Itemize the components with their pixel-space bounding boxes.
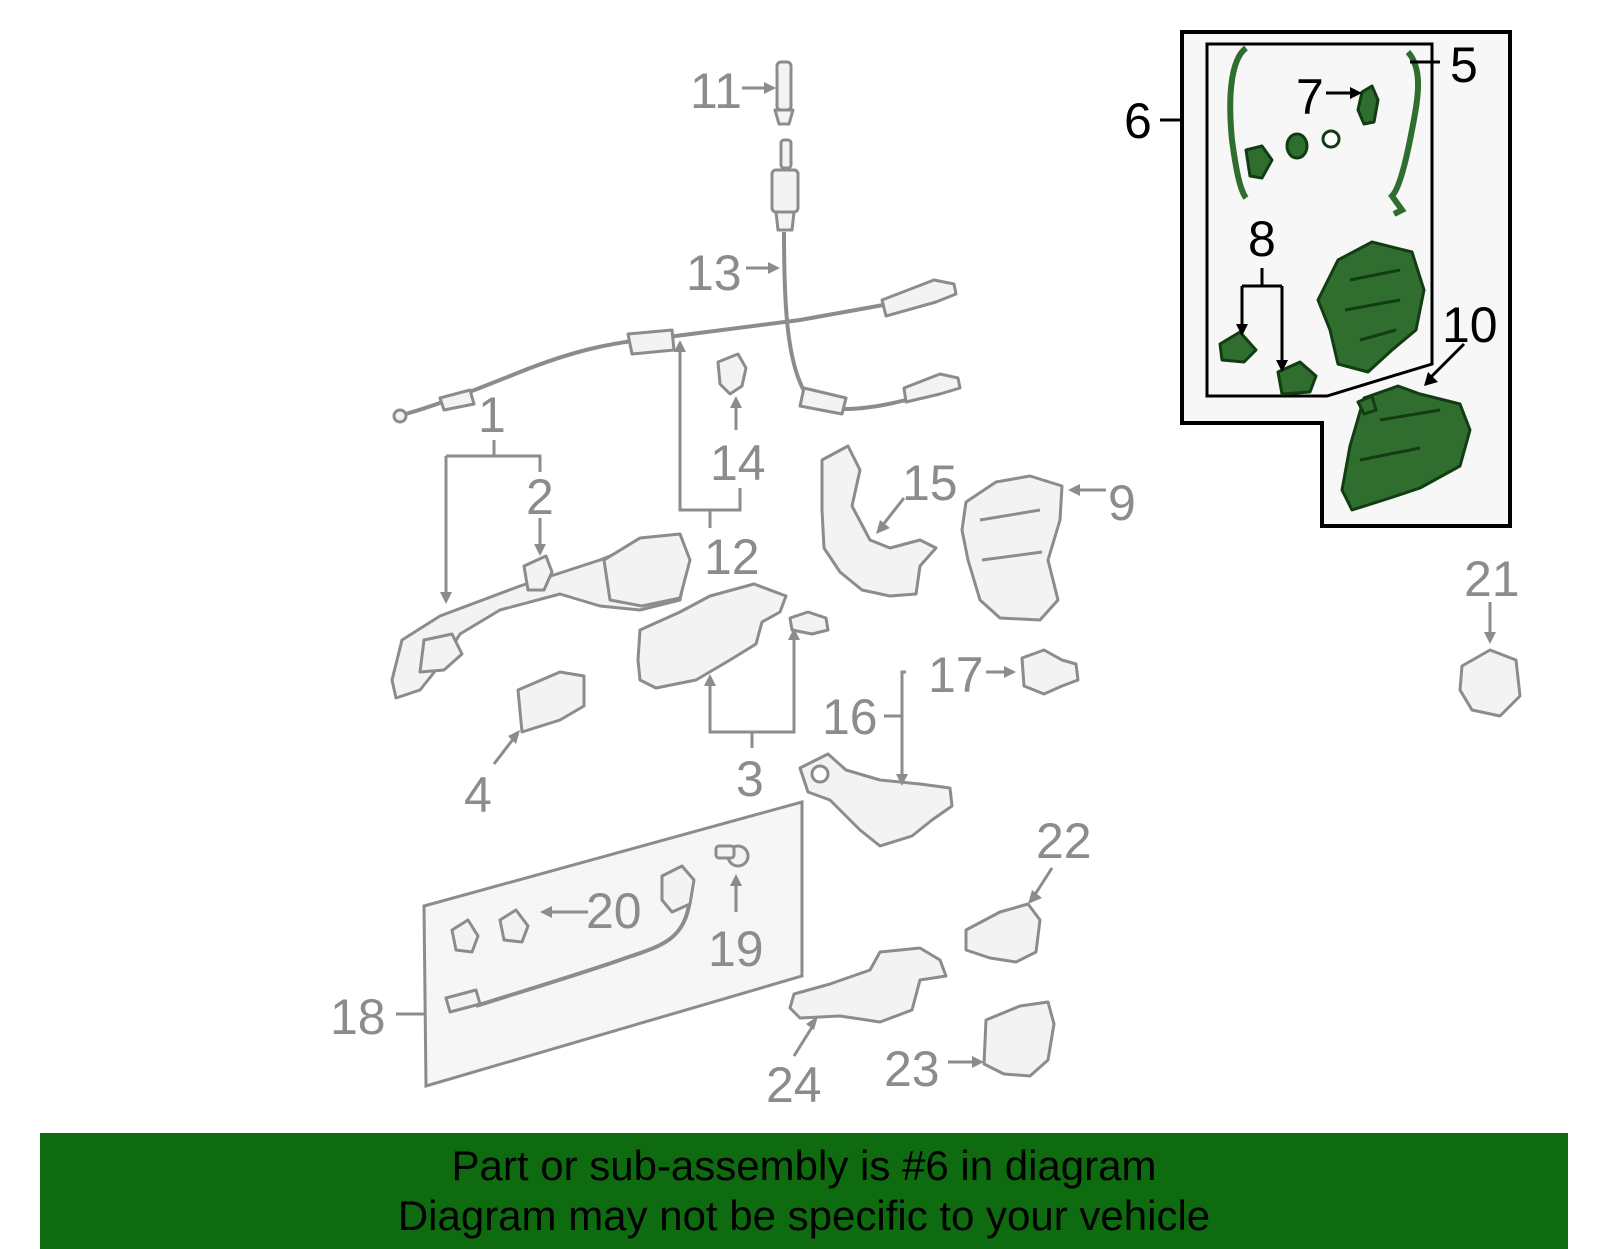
callout-20: 20: [586, 883, 642, 939]
callout-19: 19: [708, 921, 764, 977]
arrow-20: [540, 906, 588, 918]
info-banner: Part or sub-assembly is #6 in diagram Di…: [40, 1133, 1568, 1249]
callout-5: 5: [1450, 37, 1478, 93]
callout-17: 17: [928, 647, 984, 703]
banner-line-1: Part or sub-assembly is #6 in diagram: [451, 1142, 1157, 1189]
callout-16: 16: [822, 689, 878, 745]
arrow-9: [1068, 484, 1106, 496]
banner-line-2: Diagram may not be specific to your vehi…: [397, 1192, 1211, 1239]
callout-1: 1: [478, 387, 506, 443]
door-latch-assembly: [1316, 240, 1426, 374]
callout-18: 18: [330, 989, 386, 1045]
callout-11: 11: [690, 63, 742, 119]
arrow-14: [730, 396, 742, 430]
callout-9: 9: [1108, 475, 1136, 531]
lock-cylinder-part-16: [798, 752, 954, 848]
callout-7: 7: [1296, 69, 1324, 125]
gasket-part-4: [516, 670, 586, 734]
callout-3: 3: [736, 751, 764, 807]
latch-plate-part-23: [982, 1000, 1056, 1078]
arrow-19: [730, 874, 742, 912]
rod-clip-part-7: [1356, 84, 1380, 126]
door-lock-rods: [1227, 45, 1421, 217]
small-clips: [1244, 129, 1341, 180]
callout-6: 6: [1124, 93, 1152, 149]
striker-part-22: [964, 902, 1042, 964]
striker-part-21: [1458, 648, 1522, 718]
arrow-10: [1424, 342, 1466, 386]
callout-13: 13: [686, 245, 742, 301]
bracket-part-15: [820, 444, 938, 598]
arrow-8: [1236, 268, 1288, 372]
arrow-21: [1484, 602, 1496, 644]
callout-10: 10: [1442, 297, 1498, 353]
arrow-11: [742, 82, 776, 94]
arrow-15: [876, 497, 906, 534]
lock-cable-part-13: [770, 138, 962, 416]
arrow-2: [534, 518, 546, 556]
callout-12: 12: [704, 529, 760, 585]
arrow-23: [948, 1056, 984, 1068]
handle-frame-part-3: [636, 582, 830, 690]
handle-cable-part-12: [392, 278, 958, 424]
arrow-7: [1326, 87, 1362, 99]
bolt-part-11: [773, 60, 795, 126]
arrow-12: [674, 340, 742, 528]
door-check-part-24: [788, 946, 948, 1024]
arrow-3: [704, 628, 800, 748]
callout-14: 14: [710, 435, 766, 491]
callout-24: 24: [766, 1057, 822, 1113]
arrow-22: [1028, 867, 1054, 904]
arrow-4: [492, 730, 520, 765]
arrow-1: [440, 440, 542, 604]
door-latch-part-9: [960, 474, 1064, 622]
handle-cover-part-2: [522, 554, 554, 592]
arrow-13: [746, 262, 780, 274]
lock-actuator-part-10: [1340, 384, 1472, 512]
callout-15: 15: [902, 455, 958, 511]
outside-handle-part-1: [390, 532, 692, 700]
rod-clips-part-8: [1218, 330, 1318, 396]
arrow-24: [792, 1016, 818, 1057]
arrow-16-17: [884, 666, 1016, 786]
screw-part-19: [714, 844, 750, 868]
callout-4: 4: [464, 767, 492, 823]
clip-part-14: [716, 352, 748, 396]
callout-21: 21: [1464, 551, 1520, 607]
callout-8: 8: [1248, 211, 1276, 267]
callout-22: 22: [1036, 813, 1092, 869]
callout-23: 23: [884, 1041, 940, 1097]
wiring-panel-part-18: [422, 800, 804, 1088]
seal-part-17: [1020, 648, 1080, 696]
callout-2: 2: [526, 469, 554, 525]
